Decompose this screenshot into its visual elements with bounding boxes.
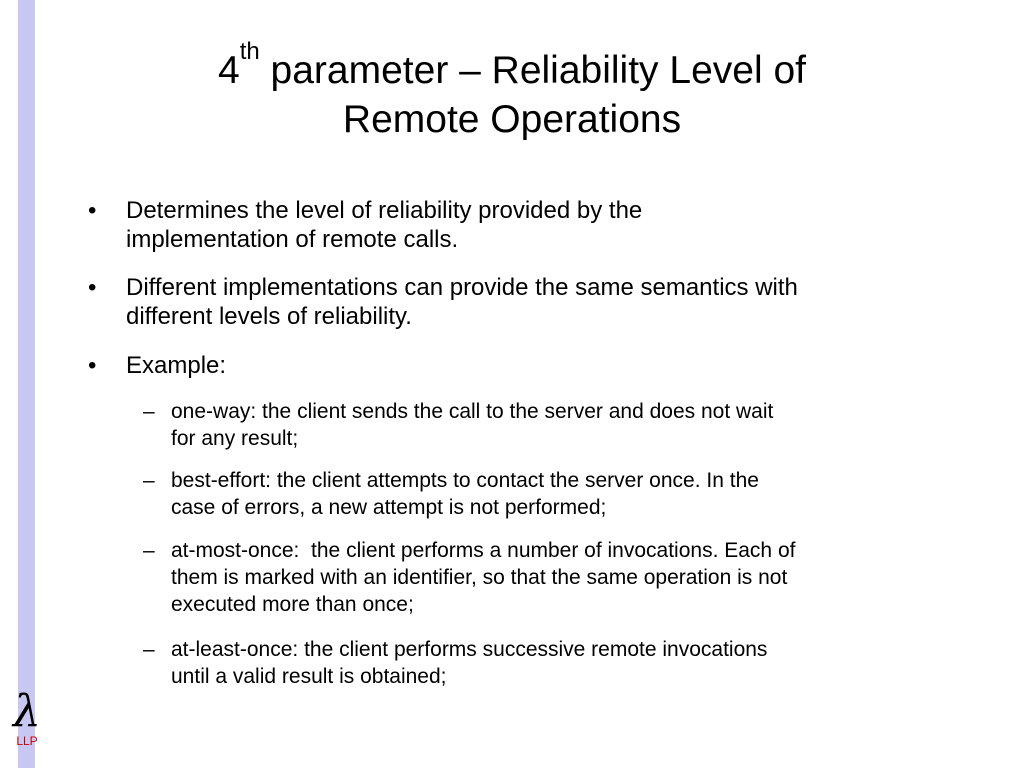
sub-bullet-line: at-most-once: the client performs a numb… (171, 539, 796, 562)
sub-bullet-line: executed more than once; (171, 593, 414, 616)
title-line-1: 4th parameter – Reliability Level of (70, 40, 954, 95)
bullet-text: Different implementations can provide th… (126, 273, 798, 331)
bullet-line: Example: (126, 352, 227, 379)
bullet-text: Example: (126, 351, 226, 380)
title-line-1-text: parameter – Reliability Level of (259, 49, 806, 92)
bullet-item: • Determines the level of reliability pr… (88, 196, 968, 254)
title-superscript: th (239, 38, 260, 65)
sub-bullet-line: for any result; (171, 427, 299, 450)
sub-bullet-line: case of errors, a new attempt is not per… (171, 496, 607, 519)
title-line-2: Remote Operations (342, 98, 682, 141)
sub-bullet-item: – one-way: the client sends the call to … (143, 398, 963, 452)
bullet-marker: • (88, 197, 97, 224)
llp-logo: λ LLP (10, 690, 44, 748)
sub-bullet-line: one-way: the client sends the call to th… (171, 400, 774, 423)
sub-bullet-item: – best-effort: the client attempts to co… (143, 467, 963, 521)
sub-bullet-line: them is marked with an identifier, so th… (171, 566, 788, 589)
sub-bullet-marker: – (143, 469, 155, 492)
title-number: 4 (218, 49, 240, 92)
bullet-line: Determines the level of reliability prov… (126, 197, 643, 224)
logo-text: LLP (16, 734, 38, 748)
sub-bullet-marker: – (143, 400, 155, 423)
sub-bullet-line: best-effort: the client attempts to cont… (171, 469, 759, 492)
sub-bullet-text: one-way: the client sends the call to th… (171, 398, 773, 452)
bullet-item: • Different implementations can provide … (88, 273, 968, 331)
bullet-marker: • (88, 274, 97, 301)
left-accent-bar (18, 0, 35, 768)
bullet-line: different levels of reliability. (126, 303, 412, 330)
bullet-marker: • (88, 352, 97, 379)
sub-bullet-marker: – (143, 539, 155, 562)
lambda-icon: λ (13, 686, 41, 737)
sub-bullet-marker: – (143, 638, 155, 661)
sub-bullet-text: at-least-once: the client performs succe… (171, 636, 767, 690)
bullet-line: implementation of remote calls. (126, 226, 459, 253)
sub-bullet-item: – at-least-once: the client performs suc… (143, 636, 963, 690)
slide-title: 4th parameter – Reliability Level of Rem… (70, 40, 954, 144)
sub-bullet-text: best-effort: the client attempts to cont… (171, 467, 759, 521)
sub-bullet-text: at-most-once: the client performs a numb… (171, 537, 795, 618)
sub-bullet-item: – at-most-once: the client performs a nu… (143, 537, 963, 618)
sub-bullet-line: at-least-once: the client performs succe… (171, 638, 768, 661)
bullet-item: • Example: (88, 351, 968, 380)
bullet-line: Different implementations can provide th… (126, 274, 798, 301)
sub-bullet-line: until a valid result is obtained; (171, 665, 447, 688)
bullet-text: Determines the level of reliability prov… (126, 196, 642, 254)
